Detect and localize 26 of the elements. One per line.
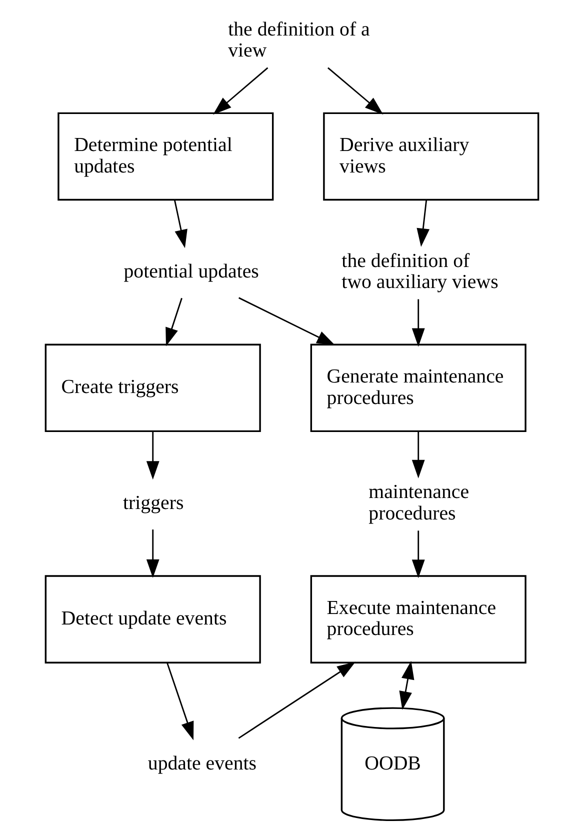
- node-box: Determine potential updates: [58, 112, 274, 201]
- arrow: [412, 530, 425, 578]
- node-box: Detect update events: [44, 575, 261, 664]
- node-box: Execute maintenance procedures: [310, 575, 526, 664]
- arrow: [238, 297, 336, 346]
- arrow: [146, 431, 160, 480]
- node-text: maintenance procedures: [368, 481, 470, 525]
- arrow: [412, 299, 425, 347]
- arrow: [213, 67, 268, 115]
- arrow: [166, 662, 194, 740]
- arrow: [416, 200, 430, 247]
- node-text: update events: [148, 752, 257, 774]
- node-box: Derive auxiliary views: [323, 112, 540, 201]
- node-text: the definition of two auxiliary views: [342, 250, 498, 294]
- node-text: the definition of a view: [228, 18, 370, 62]
- arrow: [146, 530, 160, 578]
- arrow: [399, 660, 414, 710]
- arrow: [238, 662, 356, 739]
- node-text: potential updates: [124, 260, 259, 282]
- node-text: triggers: [123, 492, 184, 514]
- arrow: [412, 431, 425, 478]
- arrow: [174, 200, 188, 248]
- node-box: Generate maintenance procedures: [310, 344, 526, 432]
- arrow: [328, 67, 384, 115]
- node-box: Create triggers: [44, 344, 261, 432]
- arrow: [166, 298, 182, 346]
